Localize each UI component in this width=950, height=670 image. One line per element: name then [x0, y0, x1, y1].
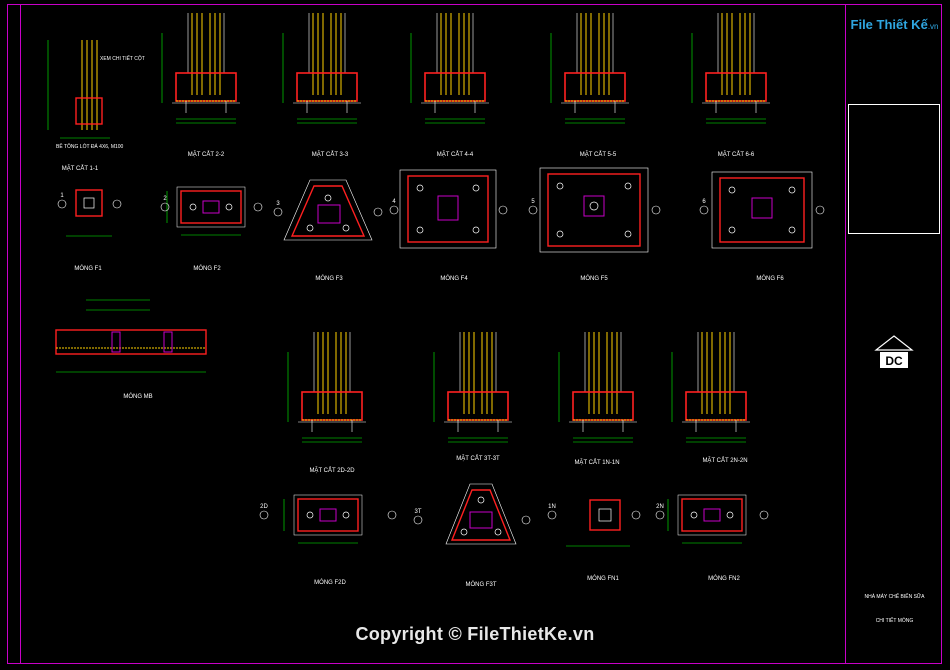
section-3t-3t [433, 331, 513, 443]
plan-f3t [445, 483, 517, 545]
section-2-2 [161, 12, 241, 124]
copyright-watermark: Copyright © FileThietKe.vn [355, 624, 595, 644]
plan-f1 [66, 189, 112, 237]
project-name: NHÀ MÁY CHẾ BIẾN SỮA [864, 594, 925, 600]
caption-mc33: MẶT CẮT 3-3 [312, 150, 349, 158]
plan-f3 [283, 179, 373, 241]
section-marks [57, 199, 825, 525]
foundation-beam-mb [55, 299, 207, 373]
revision-table [848, 104, 940, 234]
section-6-6 [691, 12, 771, 124]
section-mark-label: 1 [60, 193, 64, 199]
caption-f1: MÓNG F1 [74, 265, 102, 272]
section-2n-2n [671, 331, 751, 443]
caption-f5: MÓNG F5 [580, 275, 608, 282]
section-2d-2d [287, 331, 367, 443]
section-1-1 [47, 40, 110, 139]
caption-f3: MÓNG F3 [315, 275, 343, 282]
caption-f4: MÓNG F4 [440, 275, 468, 282]
section-mark-label: 2 [163, 196, 167, 202]
caption-mc2d: MẶT CẮT 2D-2D [309, 466, 355, 474]
brand-suffix: .vn [927, 22, 939, 31]
section-mark-label: 3T [414, 509, 421, 515]
caption-mc22: MẶT CẮT 2-2 [188, 150, 225, 158]
captions: MẶT CẮT 1-1 MẶT CẮT 2-2 MẶT CẮT 3-3 MẶT … [62, 150, 785, 588]
plan-f2d [283, 494, 363, 544]
section-mark-label: 2D [260, 504, 268, 510]
section-4-4 [410, 12, 490, 124]
plan-f2 [166, 186, 246, 236]
plan-fn2 [667, 494, 747, 544]
plan-f6 [711, 171, 813, 249]
caption-mc3t: MẶT CẮT 3T-3T [456, 454, 500, 462]
plan-f5 [539, 167, 649, 253]
note-column: XEM CHI TIẾT CỘT [100, 55, 145, 62]
plan-fn1 [566, 499, 630, 547]
section-mark-label: 6 [702, 199, 706, 205]
note-concrete: BÊ TÔNG LÓT ĐÁ 4X6, M100 [56, 142, 124, 150]
caption-mb: MÓNG MB [123, 393, 152, 400]
caption-fn1: MÓNG FN1 [587, 575, 619, 582]
section-mark-label: 1N [548, 504, 556, 510]
sheet-title: CHI TIẾT MÓNG [875, 618, 914, 624]
drawing-area-border [20, 4, 845, 664]
caption-mc2n: MẶT CẮT 2N-2N [702, 456, 747, 464]
caption-f6: MÓNG F6 [756, 275, 784, 282]
section-mark-label: 4 [392, 199, 396, 205]
plan-f4 [399, 169, 497, 249]
section-mark-label: 2N [656, 504, 664, 510]
company-logo: DC [874, 334, 914, 380]
brand-main: File Thiết Kế [850, 17, 928, 32]
drawing-border [7, 4, 942, 664]
logo-text: DC [885, 354, 903, 368]
section-3-3 [282, 12, 362, 124]
caption-mc11: MẶT CẮT 1-1 [62, 164, 99, 172]
caption-f2: MÓNG F2 [193, 265, 221, 272]
caption-mc66: MẶT CẮT 6-6 [718, 150, 755, 158]
caption-f2d: MÓNG F2D [314, 579, 346, 586]
caption-mc55: MẶT CẮT 5-5 [580, 150, 617, 158]
caption-fn2: MÓNG FN2 [708, 575, 740, 582]
section-mark-label: 3 [276, 201, 280, 207]
watermark-brand: File Thiết Kế.vn [846, 16, 943, 34]
section-5-5 [550, 12, 630, 124]
title-block: File Thiết Kế.vn DC NHÀ MÁY CHẾ BIẾN SỮA… [845, 4, 942, 664]
caption-mc1n: MẶT CẮT 1N-1N [574, 458, 619, 466]
section-1n-1n [558, 331, 638, 443]
section-mark-label: 5 [531, 199, 535, 205]
caption-mc44: MẶT CẮT 4-4 [437, 150, 474, 158]
caption-f3t: MÓNG F3T [466, 581, 497, 588]
